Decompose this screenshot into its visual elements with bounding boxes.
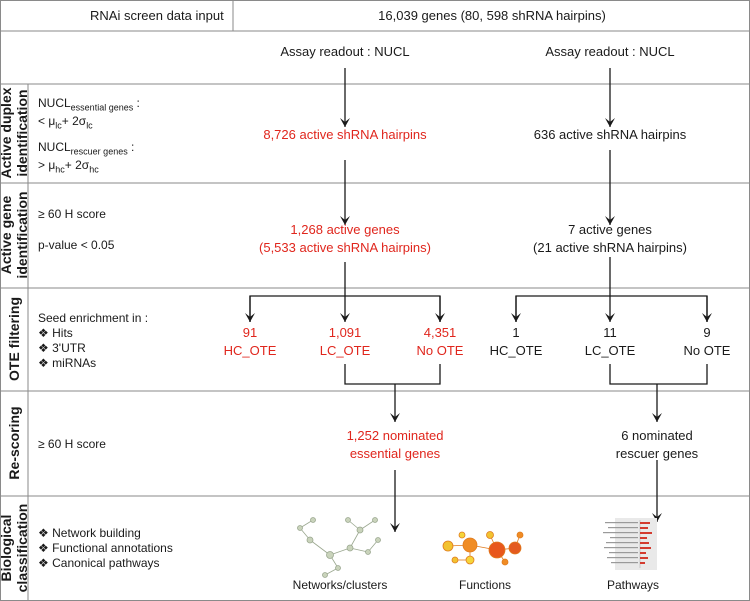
row-label-active-duplex-line2: identification [14,89,30,177]
network-cluster-image [297,517,381,578]
active-hairpins-left: 8,726 active shRNA hairpins [263,127,427,142]
seed-bullet-hits: ❖ Hits [38,326,73,340]
thr1-sub2: lc [86,120,93,131]
nominated-essential-line2: essential genes [349,446,441,461]
bullet-icon: ❖ [38,341,49,355]
nominated-essential-line1: 1,252 nominated [346,428,444,443]
ote-right-lc-count: 11 [603,325,617,340]
output-pathways-label: Pathways [606,578,660,592]
row-label-active-duplex-line1: Active duplex [0,87,14,179]
ote-left-no-count: 4,351 [423,325,457,340]
criteria-h-score: ≥ 60 H score [38,207,106,221]
row-label-active-gene-line2: identification [14,191,30,279]
criteria-essential-suffix: : [133,96,140,110]
bio-bullet-network-label: Network building [52,526,141,540]
criteria-rescuer: NUCLrescuer genes : [38,140,134,156]
row-label-biological-line2: classification [14,503,30,593]
functions-network-image [442,531,524,566]
seed-bullet-utr-label: 3'UTR [52,341,86,355]
ote-right-lc-label: LC_OTE [584,343,636,358]
pathways-chart-image [603,518,657,570]
row-label-active-gene: Active gene identification [0,191,30,278]
thr2-mid: + 2σ [64,158,90,172]
row-label-biological: Biological classification [0,504,30,593]
ote-left-lc-count: 1,091 [328,325,362,340]
ote-right-hc-count: 1 [512,325,520,340]
output-functions-label: Functions [458,578,512,592]
bullet-icon: ❖ [38,541,49,555]
ote-left-no-label: No OTE [416,343,464,358]
thr1-pre: < μ [38,114,56,128]
row-label-biological-line1: Biological [0,514,14,582]
bullet-icon: ❖ [38,326,49,340]
thr1-sub1: lc [55,120,62,131]
ote-right-no-label: No OTE [683,343,731,358]
input-label: RNAi screen data input [90,8,224,23]
seed-bullet-mirnas-label: miRNAs [52,356,97,370]
ote-left-lc-label: LC_OTE [319,343,371,358]
criteria-rescuer-sub: rescuer genes [70,146,128,157]
ote-left-hc-label: HC_OTE [223,343,277,358]
nominated-rescuer-line2: rescuer genes [615,446,699,461]
active-genes-right: 7 active genes [568,222,652,237]
input-value: 16,039 genes (80, 598 shRNA hairpins) [378,8,606,23]
active-hairpins-right: 636 active shRNA hairpins [533,127,687,142]
bio-bullet-canonical: ❖ Canonical pathways [38,556,160,570]
row-label-ote-filtering: OTE filtering [6,297,22,381]
active-genes-right-hairpins: (21 active shRNA hairpins) [533,240,687,255]
active-genes-left-hairpins: (5,533 active shRNA hairpins) [259,240,431,255]
bio-bullet-network: ❖ Network building [38,526,141,540]
bio-bullet-functional-label: Functional annotations [52,541,173,555]
row-label-active-gene-line1: Active gene [0,195,14,275]
seed-bullet-hits-label: Hits [52,326,73,340]
rescoring-criteria: ≥ 60 H score [38,437,106,451]
thr2-sub1: hc [55,164,65,175]
thr2-pre: > μ [38,158,56,172]
row-label-active-duplex: Active duplex identification [0,87,30,178]
output-networks-label: Networks/clusters [292,578,388,592]
bio-bullet-canonical-label: Canonical pathways [52,556,160,570]
criteria-essential-threshold: < μlc+ 2σlc [38,114,93,130]
criteria-rescuer-threshold: > μhc+ 2σhc [38,158,99,174]
thr1-mid: + 2σ [61,114,87,128]
assay-readout-right: Assay readout : NUCL [545,44,675,59]
seed-bullet-utr: ❖ 3'UTR [38,341,86,355]
criteria-p-value: p-value < 0.05 [38,238,115,252]
active-genes-left: 1,268 active genes [290,222,400,237]
ote-right-no-count: 9 [703,325,711,340]
nominated-rescuer-line1: 6 nominated [621,428,693,443]
criteria-rescuer-main: NUCL [38,140,71,154]
bracket-right [515,295,708,322]
seed-enrichment-title: Seed enrichment in : [38,311,149,325]
assay-readout-left: Assay readout : NUCL [280,44,410,59]
criteria-essential-sub: essential genes [70,102,134,113]
row-label-rescoring: Re-scoring [6,406,22,480]
bullet-icon: ❖ [38,356,49,370]
criteria-essential: NUCLessential genes : [38,96,140,112]
bio-bullet-functional: ❖ Functional annotations [38,541,173,555]
bullet-icon: ❖ [38,556,49,570]
merge-right [609,364,708,385]
criteria-rescuer-suffix: : [127,140,135,154]
thr2-sub2: hc [89,164,99,175]
bullet-icon: ❖ [38,526,49,540]
ote-right-hc-label: HC_OTE [489,343,543,358]
seed-bullet-mirnas: ❖ miRNAs [38,356,96,370]
merge-left [344,364,441,385]
ote-left-hc-count: 91 [242,325,258,340]
criteria-essential-main: NUCL [38,96,71,110]
